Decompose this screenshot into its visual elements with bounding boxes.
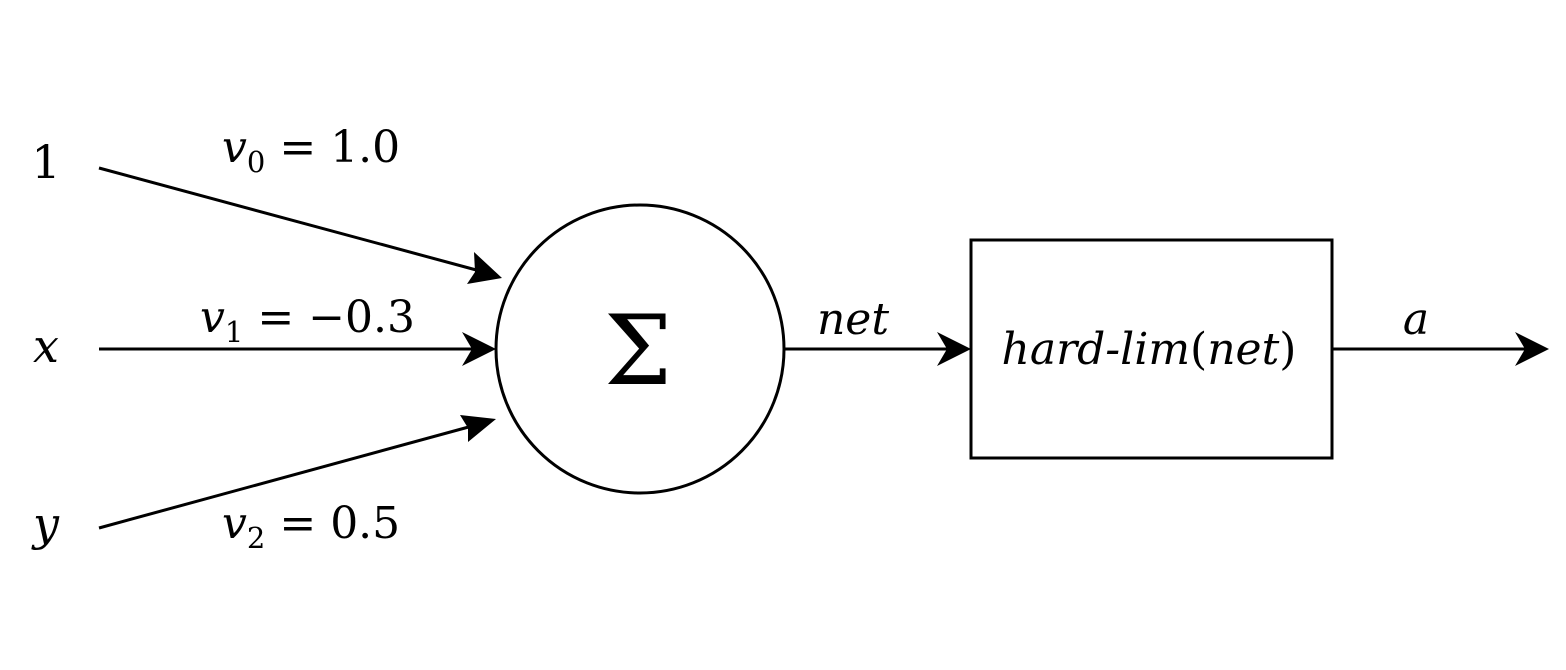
edge-bias-arrowhead — [467, 252, 502, 284]
edge-y-to-sum — [98, 415, 496, 530]
input-y-label: y — [31, 497, 60, 551]
weight-v0-label: v0=1.0 — [222, 122, 400, 179]
edge-bias-line — [98, 166, 481, 273]
activation-box: hard-lim(net) — [969, 238, 1334, 460]
edge-output — [1332, 332, 1549, 366]
edge-sum-to-activation — [784, 332, 971, 366]
net-label: net — [817, 294, 889, 345]
weight-v2-label: v2=0.5 — [222, 498, 400, 555]
summation-node: Σ — [494, 203, 786, 495]
output-label: a — [1403, 294, 1429, 345]
input-x-label: x — [33, 319, 59, 373]
summation-symbol: Σ — [604, 295, 672, 407]
weight-v1-label: v1=−0.3 — [200, 292, 415, 349]
edge-x-arrowhead — [462, 332, 496, 366]
activation-label: hard-lim(net) — [1002, 324, 1297, 375]
edge-bias-to-sum — [98, 166, 502, 284]
edge-y-line — [98, 423, 477, 530]
edge-x-to-sum — [99, 332, 496, 366]
edge-net-arrowhead — [937, 332, 971, 366]
input-bias-label: 1 — [31, 135, 60, 189]
edge-y-arrowhead — [460, 415, 496, 442]
edge-output-arrowhead — [1515, 332, 1549, 366]
